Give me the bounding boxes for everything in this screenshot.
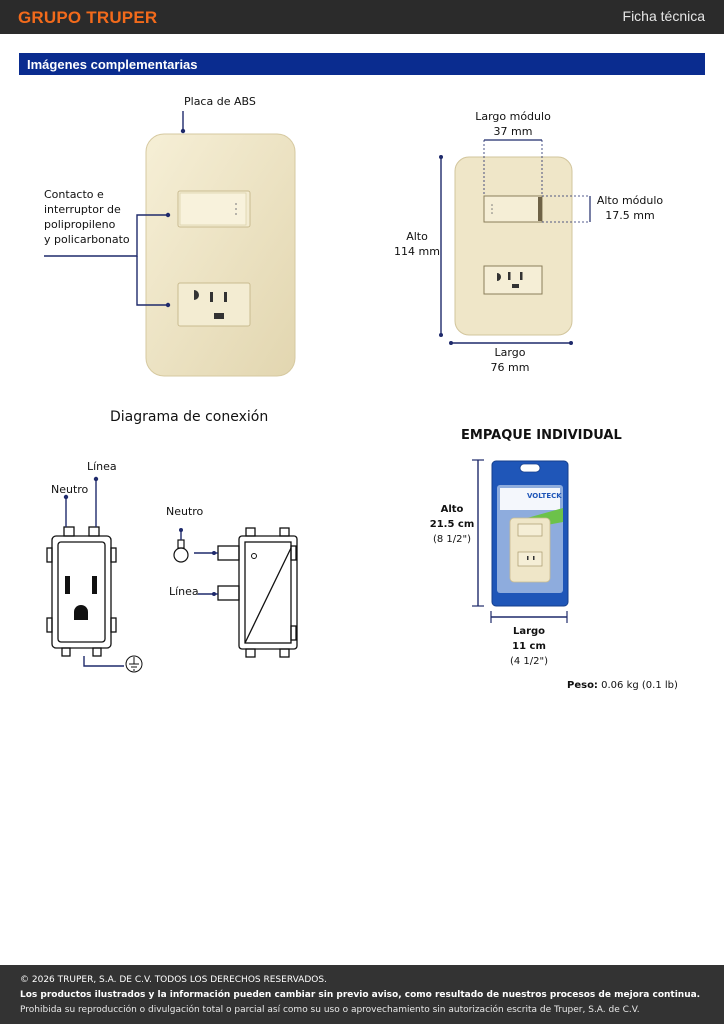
length-label: Largo [494,346,526,359]
contact-label-3: polipropileno [44,218,116,231]
diagram-title: Diagrama de conexión [110,409,269,425]
weight-label: Peso: [567,680,598,691]
module-height-label: Alto módulo [596,194,664,207]
package-height-value: 21.5 cm [429,519,475,530]
contact-label-2: interruptor de [44,203,121,216]
package-brand: VOLTECK [527,492,562,500]
height-label: Alto [406,230,428,243]
footer: © 2026 TRUPER, S.A. DE C.V. TODOS LOS DE… [0,965,724,1024]
weight-value: 0.06 kg (0.1 lb) [601,680,678,691]
contact-label-1: Contacto e [44,188,104,201]
package-height-inches: (8 1/2") [432,534,472,545]
package-height-label: Alto [440,504,464,515]
module-length-label: Largo módulo [475,110,551,123]
module-length-value: 37 mm [493,125,533,138]
package-length-label: Largo [512,626,546,637]
plate-label: Placa de ABS [184,95,256,108]
height-value: 114 mm [394,245,440,258]
diagram-neutral-label-2: Neutro [166,505,204,518]
package-title: EMPAQUE INDIVIDUAL [461,428,622,443]
length-value: 76 mm [490,361,530,374]
diagram-line-label-1: Línea [87,460,117,473]
diagram-line-label-2: Línea [169,585,199,598]
contact-label-4: y policarbonato [44,233,130,246]
footer-prohibition: Prohibida su reproducción o divulgación … [20,1005,640,1015]
brand-logo: GRUPO TRUPER [18,8,158,27]
footer-copyright: © 2026 TRUPER, S.A. DE C.V. TODOS LOS DE… [20,975,327,985]
footer-notice: Los productos ilustrados y la informació… [20,990,701,1000]
section-title: Imágenes complementarias [19,53,705,75]
weight: Peso: 0.06 kg (0.1 lb) [567,679,678,693]
package-length-inches: (4 1/2") [509,656,549,667]
package-length-value: 11 cm [512,641,546,652]
module-height-value: 17.5 mm [605,209,655,222]
top-bar: GRUPO TRUPER Ficha técnica [0,0,724,34]
diagram-neutral-label-1: Neutro [51,483,89,496]
document-type: Ficha técnica [622,8,705,24]
